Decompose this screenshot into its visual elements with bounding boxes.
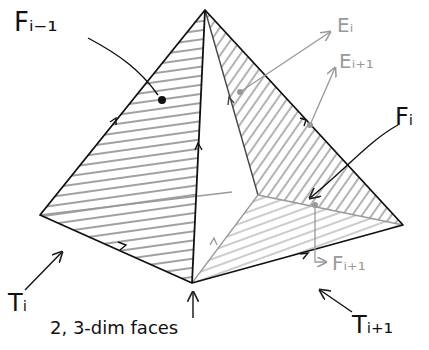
math-label: Tᵢ — [8, 290, 27, 316]
math-label: Fᵢ — [395, 104, 413, 130]
math-label: Fᵢ₋₁ — [14, 8, 58, 37]
math-label: Eᵢ — [337, 14, 353, 36]
math-label: Fᵢ₊₁ — [332, 252, 366, 274]
math-label: Eᵢ₊₁ — [339, 50, 374, 72]
math-label: 2, 3-dim faces — [50, 318, 178, 338]
math-label: Tᵢ₊₁ — [352, 312, 393, 338]
